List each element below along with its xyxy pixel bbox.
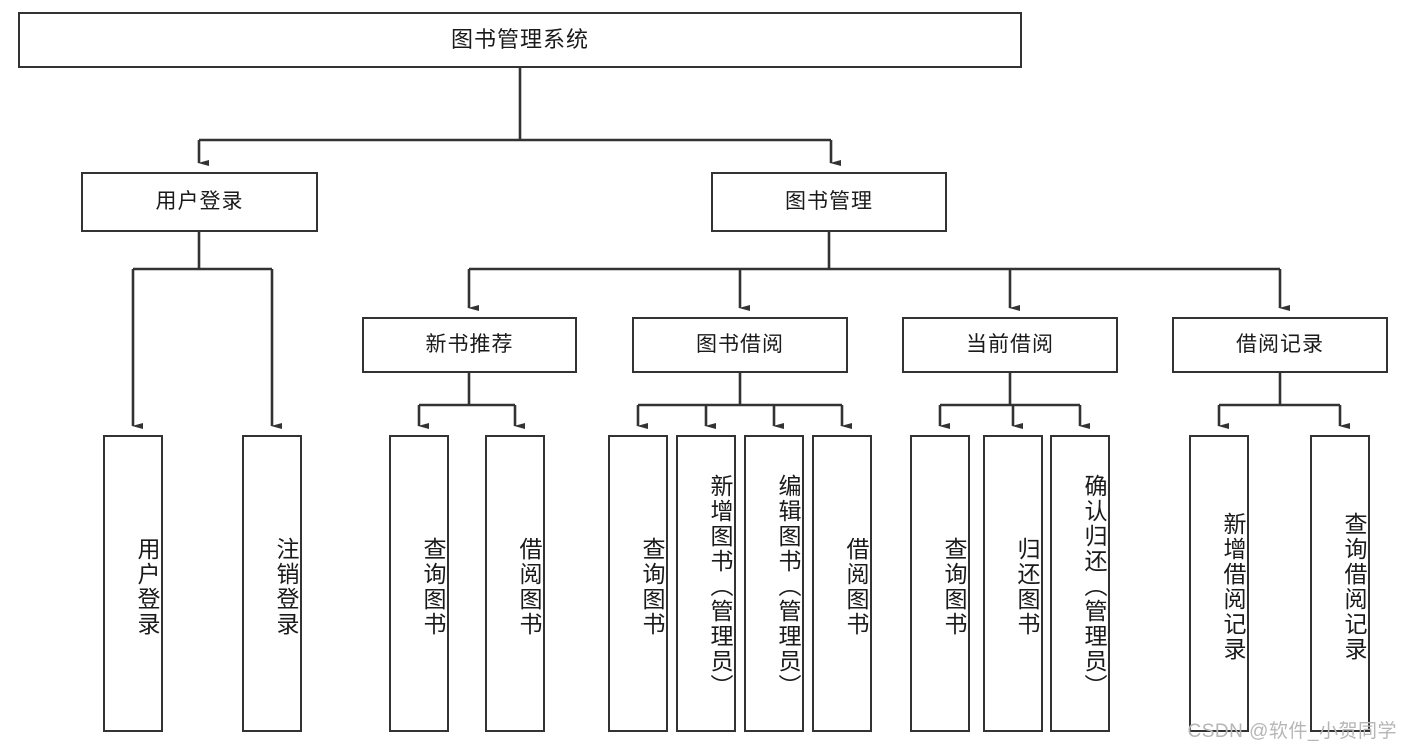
leaf-add-book-label: 新增图书（管理员） [707, 474, 733, 699]
node-book-borrow[interactable]: 图书借阅 [632, 317, 848, 373]
leaf-user-logout-label: 注销登录 [273, 536, 299, 637]
leaf-borrow-book-2[interactable]: 借阅图书 [812, 435, 872, 732]
node-new-book-rec-label: 新书推荐 [425, 333, 514, 357]
leaf-query-record[interactable]: 查询借阅记录 [1310, 435, 1370, 732]
node-current-borrow[interactable]: 当前借阅 [902, 317, 1118, 373]
watermark: CSDN @软件_小贺同学 [1187, 721, 1397, 742]
node-root-label: 图书管理系统 [450, 26, 589, 52]
leaf-query-book-1-label: 查询图书 [420, 536, 446, 637]
leaf-add-book[interactable]: 新增图书（管理员） [676, 435, 736, 732]
node-user-login-label: 用户登录 [155, 190, 244, 214]
leaf-edit-book-label: 编辑图书（管理员） [775, 474, 801, 699]
leaf-confirm-return-label: 确认归还（管理员） [1081, 474, 1107, 699]
node-new-book-rec[interactable]: 新书推荐 [362, 317, 577, 373]
leaf-edit-book[interactable]: 编辑图书（管理员） [744, 435, 804, 732]
leaf-add-record[interactable]: 新增借阅记录 [1189, 435, 1249, 732]
leaf-borrow-book-1[interactable]: 借阅图书 [485, 435, 545, 732]
leaf-user-login[interactable]: 用户登录 [103, 435, 163, 732]
leaf-query-book-3[interactable]: 查询图书 [910, 435, 970, 732]
leaf-query-book-2-label: 查询图书 [639, 536, 665, 637]
node-borrow-record-label: 借阅记录 [1236, 333, 1324, 357]
leaf-query-book-1[interactable]: 查询图书 [389, 435, 449, 732]
leaf-confirm-return[interactable]: 确认归还（管理员） [1050, 435, 1110, 732]
leaf-borrow-book-1-label: 借阅图书 [516, 536, 542, 637]
node-root[interactable]: 图书管理系统 [18, 12, 1022, 68]
node-book-borrow-label: 图书借阅 [696, 333, 784, 357]
node-borrow-record[interactable]: 借阅记录 [1172, 317, 1388, 373]
leaf-query-record-label: 查询借阅记录 [1341, 511, 1367, 662]
leaf-query-book-3-label: 查询图书 [941, 536, 967, 637]
node-book-manage-label: 图书管理 [785, 190, 873, 214]
leaf-return-book[interactable]: 归还图书 [983, 435, 1043, 732]
leaf-borrow-book-2-label: 借阅图书 [843, 536, 869, 637]
node-book-manage[interactable]: 图书管理 [711, 172, 947, 232]
leaf-add-record-label: 新增借阅记录 [1220, 511, 1246, 662]
leaf-query-book-2[interactable]: 查询图书 [608, 435, 668, 732]
leaf-return-book-label: 归还图书 [1014, 536, 1040, 637]
node-user-login[interactable]: 用户登录 [81, 172, 318, 232]
leaf-user-logout[interactable]: 注销登录 [242, 435, 302, 732]
node-current-borrow-label: 当前借阅 [966, 333, 1054, 357]
leaf-user-login-label: 用户登录 [134, 536, 160, 637]
